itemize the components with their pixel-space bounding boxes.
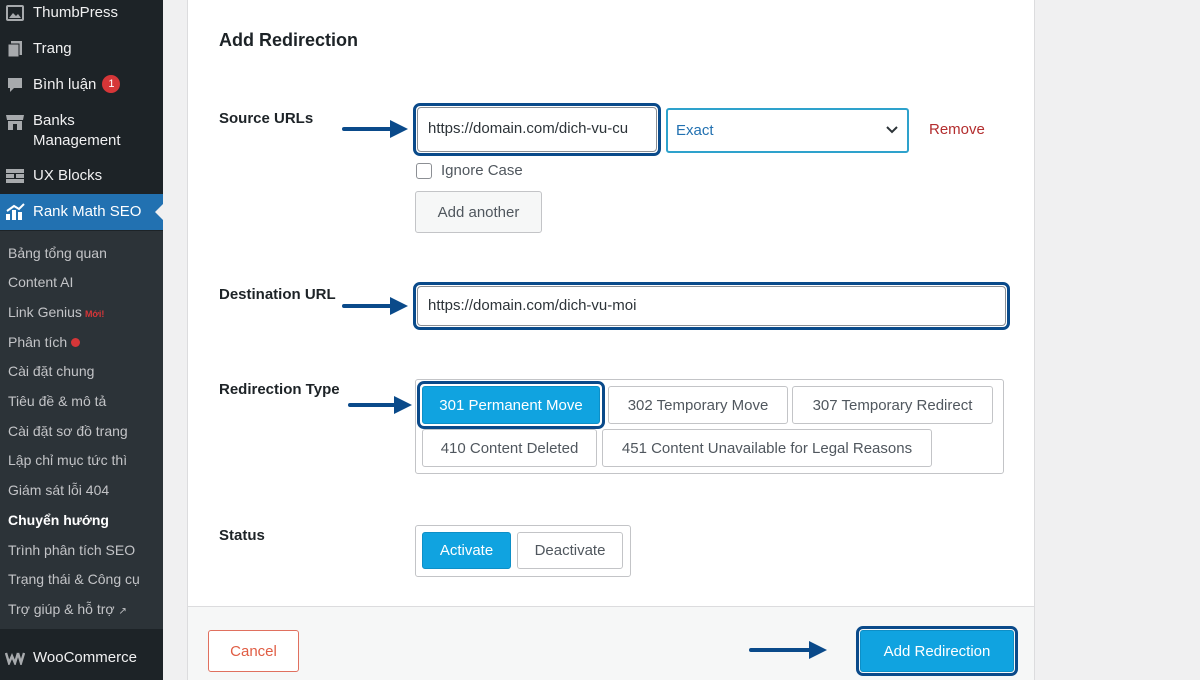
blocks-icon bbox=[5, 166, 25, 186]
store-icon bbox=[5, 112, 25, 132]
type-410-button[interactable]: 410 Content Deleted bbox=[422, 429, 597, 467]
submenu-item[interactable]: Cài đặt chung bbox=[8, 363, 95, 379]
menu-label: UX Blocks bbox=[33, 167, 103, 184]
arrow-right-icon bbox=[749, 641, 827, 659]
remove-source-button[interactable]: Remove bbox=[929, 121, 985, 138]
submenu-item[interactable]: Cài đặt sơ đồ trang bbox=[8, 423, 128, 439]
menu-label: Trang bbox=[33, 40, 72, 57]
source-url-input[interactable]: https://domain.com/dich-vu-cu bbox=[417, 107, 657, 152]
menu-label: Rank Math SEO bbox=[33, 203, 142, 220]
submenu-item[interactable]: Giám sát lỗi 404 bbox=[8, 482, 110, 498]
menu-item-ux-blocks[interactable]: UX Blocks bbox=[0, 166, 163, 186]
activate-button[interactable]: Activate bbox=[422, 532, 511, 569]
external-link-icon: ↗ bbox=[118, 606, 127, 617]
cancel-button[interactable]: Cancel bbox=[208, 630, 299, 672]
submit-highlight bbox=[856, 626, 1018, 676]
menu-item-thumbpress[interactable]: ThumbPress bbox=[0, 3, 163, 23]
submenu-item[interactable]: Trình phân tích SEO bbox=[8, 542, 136, 558]
image-icon bbox=[5, 3, 25, 23]
type-451-button[interactable]: 451 Content Unavailable for Legal Reason… bbox=[602, 429, 932, 467]
deactivate-button[interactable]: Deactivate bbox=[517, 532, 623, 569]
pages-icon bbox=[5, 39, 25, 59]
submenu-item[interactable]: Tiêu đề & mô tả bbox=[8, 393, 107, 409]
arrow-right-icon bbox=[342, 120, 408, 138]
add-redirection-button[interactable]: Add Redirection bbox=[860, 630, 1014, 672]
type-302-button[interactable]: 302 Temporary Move bbox=[608, 386, 788, 424]
arrow-right-icon bbox=[342, 297, 408, 315]
match-type-select[interactable]: Exact bbox=[666, 108, 909, 153]
match-type-value: Exact bbox=[676, 122, 714, 139]
ignore-case-checkbox[interactable] bbox=[416, 163, 432, 179]
woocommerce-icon bbox=[5, 648, 25, 668]
menu-item-woocommerce[interactable]: WooCommerce bbox=[0, 648, 163, 668]
add-redirection-card: Add Redirection Source URLs https://doma… bbox=[187, 0, 1035, 680]
menu-label: WooCommerce bbox=[33, 649, 137, 666]
source-urls-label: Source URLs bbox=[219, 110, 314, 127]
comment-count-badge: 1 bbox=[102, 75, 121, 93]
rankmath-icon bbox=[5, 202, 25, 222]
chevron-down-icon bbox=[885, 122, 899, 139]
new-tag: Mới! bbox=[84, 309, 105, 319]
form-footer: Cancel Add Redirection bbox=[188, 606, 1034, 680]
submenu-item[interactable]: Content AI bbox=[8, 274, 74, 290]
source-url-highlight bbox=[413, 103, 661, 156]
menu-item-trang[interactable]: Trang bbox=[0, 39, 163, 59]
active-menu-arrow bbox=[155, 204, 163, 220]
type-301-button[interactable]: 301 Permanent Move bbox=[422, 386, 600, 424]
comment-icon bbox=[5, 75, 25, 95]
submenu-item-current[interactable]: Chuyển hướng bbox=[8, 512, 109, 528]
type-307-button[interactable]: 307 Temporary Redirect bbox=[792, 386, 993, 424]
redirection-type-label: Redirection Type bbox=[219, 381, 340, 398]
menu-item-banks-management[interactable]: Banks Management bbox=[0, 111, 163, 151]
submenu-item[interactable]: Trạng thái & Công cụ bbox=[8, 571, 140, 587]
redirection-type-highlight bbox=[417, 381, 605, 429]
destination-url-highlight bbox=[413, 282, 1010, 330]
status-label: Status bbox=[219, 527, 265, 544]
admin-sidebar: ThumbPress Trang Bình luận 1 Banks Manag… bbox=[0, 0, 163, 680]
ignore-case-label: Ignore Case bbox=[441, 162, 523, 179]
submenu-item[interactable]: Bảng tổng quan bbox=[8, 245, 107, 261]
destination-url-input[interactable]: https://domain.com/dich-vu-moi bbox=[417, 286, 1006, 326]
submenu-item[interactable]: Trợ giúp & hỗ trợ↗ bbox=[8, 600, 127, 621]
menu-label: Bình luận bbox=[33, 76, 97, 93]
notification-dot bbox=[71, 338, 81, 347]
submenu-item[interactable]: Lập chỉ mục tức thì bbox=[8, 452, 128, 468]
menu-item-rank-math-seo[interactable]: Rank Math SEO bbox=[0, 194, 163, 230]
menu-item-binh-luan[interactable]: Bình luận 1 bbox=[0, 75, 163, 95]
menu-label: Banks Management bbox=[33, 112, 121, 149]
form-title: Add Redirection bbox=[219, 30, 359, 50]
add-another-button[interactable]: Add another bbox=[415, 191, 542, 233]
menu-label: ThumbPress bbox=[33, 4, 119, 21]
destination-url-label: Destination URL bbox=[219, 286, 336, 303]
arrow-right-icon bbox=[348, 396, 412, 414]
submenu-item[interactable]: Phân tích bbox=[8, 333, 81, 351]
